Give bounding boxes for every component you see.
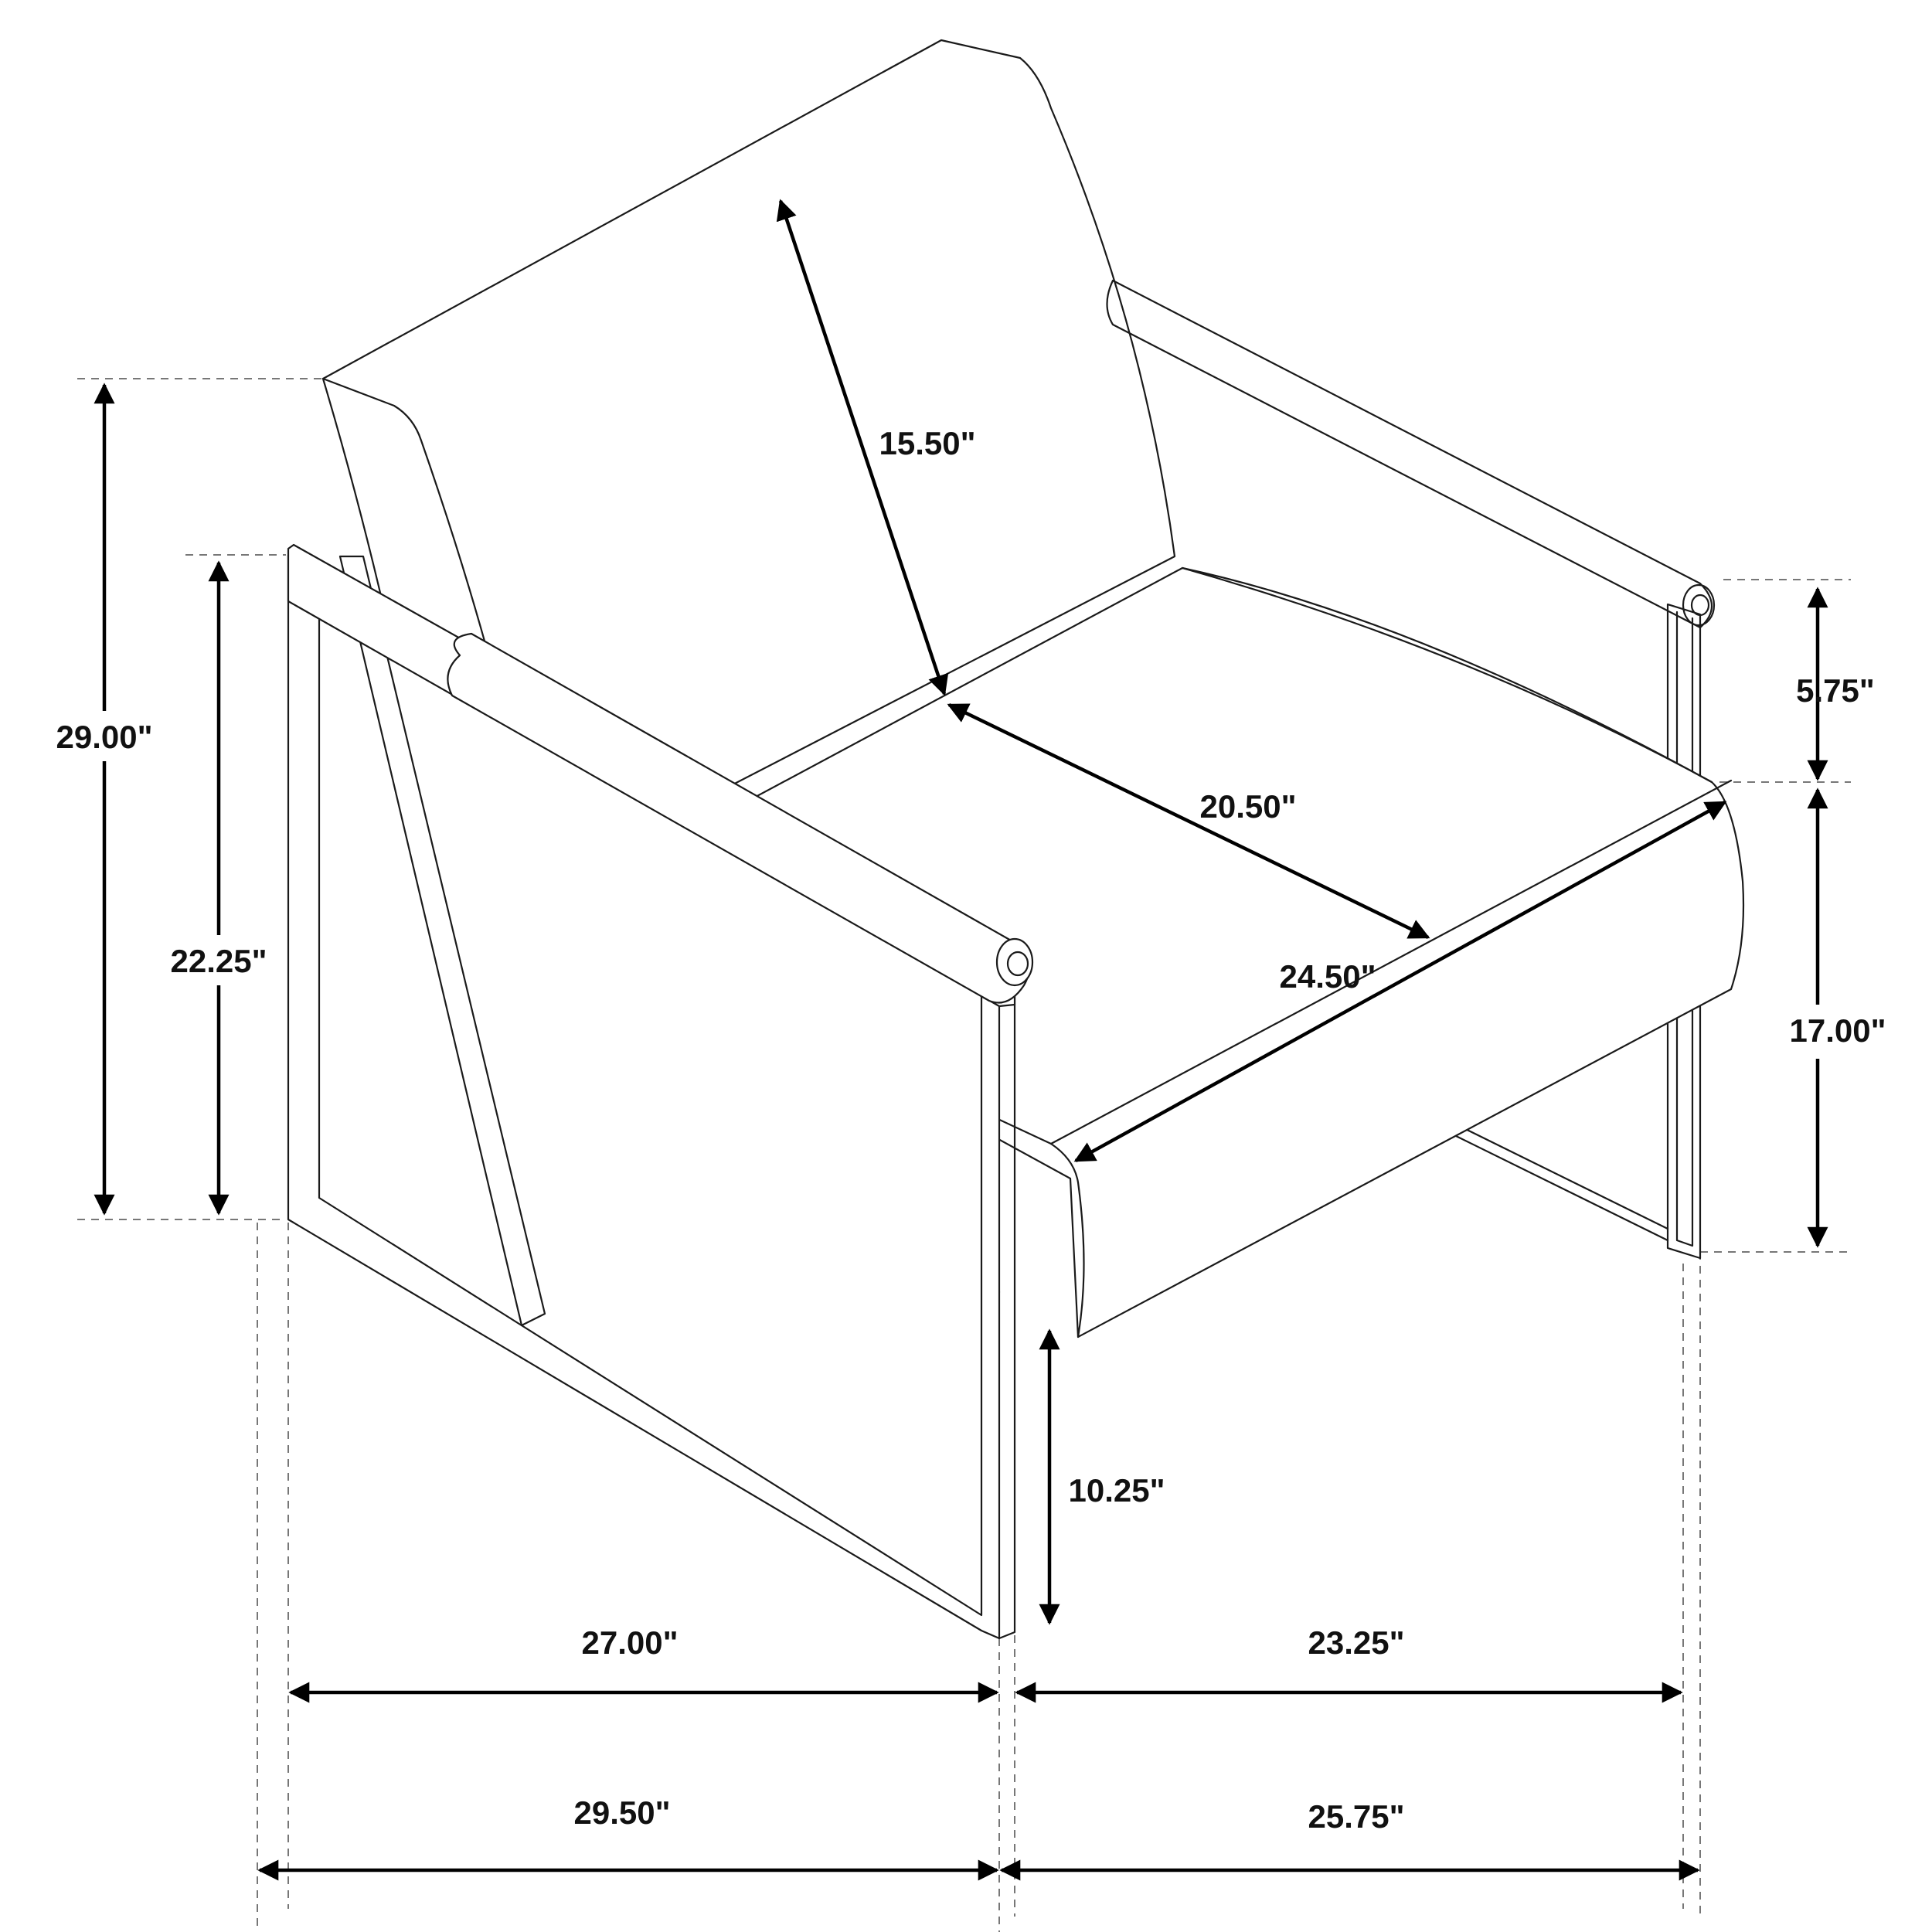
dimension-labels: 29.00" 22.25" 15.50" 20.50" 24.50" 5.75"…: [37, 425, 1907, 1835]
inner-width-label: 27.00": [581, 1624, 678, 1661]
inner-depth-label: 23.25": [1308, 1624, 1404, 1661]
overall-depth-label: 25.75": [1308, 1798, 1404, 1835]
back-height-arrow: [776, 199, 949, 696]
arm-above-seat-label: 5.75": [1796, 672, 1875, 709]
seat-width-label: 24.50": [1279, 958, 1376, 995]
overall-height-label: 29.00": [56, 719, 152, 755]
seat-depth-label: 20.50": [1199, 788, 1296, 825]
chair-outline: [287, 39, 1745, 1640]
seat-width-arrow: [1073, 801, 1727, 1162]
overall-width-label: 29.50": [573, 1794, 670, 1831]
seat-height-label: 17.00": [1789, 1012, 1886, 1049]
seat-clearance-label: 10.25": [1068, 1472, 1165, 1509]
back-height-label: 15.50": [879, 425, 975, 461]
arm-height-label: 22.25": [170, 943, 267, 979]
dimension-arrows: [94, 199, 1828, 1881]
